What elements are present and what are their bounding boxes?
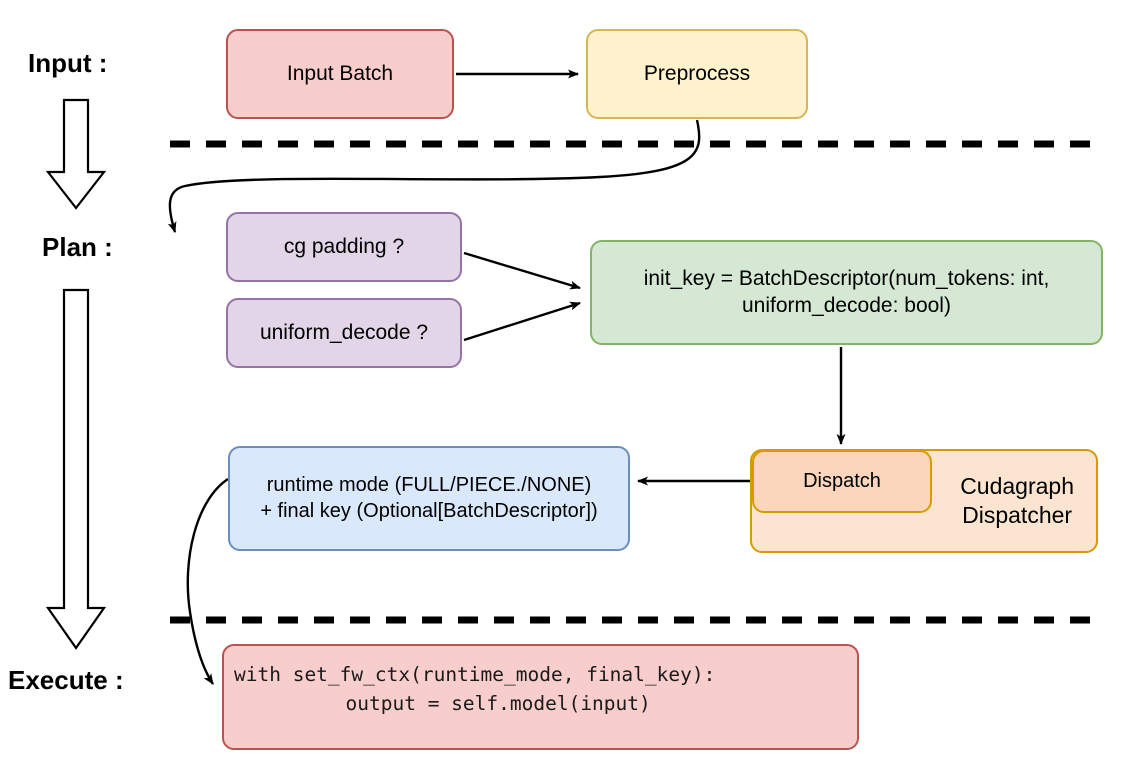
stage-label-input: Input :: [28, 48, 108, 78]
code-line-2: output = self.model(input): [298, 692, 651, 716]
node-uniform-decode[interactable]: uniform_decode ?: [226, 298, 462, 368]
edge-preprocess-to-cg-padding: [167, 119, 701, 233]
stage-label-execute: Execute :: [8, 665, 124, 695]
node-preprocess-label: Preprocess: [643, 61, 751, 85]
stage-flow-arrow-input-to-plan: [45, 98, 107, 210]
edge-uniform-decode-to-init-key: [463, 301, 581, 342]
node-dispatch[interactable]: Dispatch: [752, 450, 932, 513]
node-runtime-mode-line1: runtime mode (FULL/PIECE./NONE): [266, 473, 592, 496]
node-input-batch[interactable]: Input Batch: [226, 29, 454, 119]
node-cudagraph-dispatcher-line1: Cudagraph: [960, 472, 1074, 499]
stage-label-plan: Plan :: [42, 232, 113, 262]
node-init-key[interactable]: init_key = BatchDescriptor(num_tokens: i…: [590, 240, 1103, 345]
stage-flow-arrow-plan-to-execute: [45, 288, 107, 650]
node-runtime-mode[interactable]: runtime mode (FULL/PIECE./NONE) + final …: [228, 446, 630, 551]
node-code-block[interactable]: with set_fw_ctx(runtime_mode, final_key)…: [222, 644, 859, 750]
node-preprocess[interactable]: Preprocess: [586, 29, 808, 119]
node-input-batch-label: Input Batch: [286, 61, 394, 85]
node-runtime-mode-line2: + final key (Optional[BatchDescriptor]): [260, 499, 598, 522]
code-line-1: with set_fw_ctx(runtime_mode, final_key)…: [234, 663, 716, 686]
edge-cg-padding-to-init-key: [463, 251, 581, 290]
node-uniform-decode-label: uniform_decode ?: [259, 320, 429, 344]
node-init-key-line2: uniform_decode: bool): [742, 293, 951, 317]
node-cudagraph-dispatcher-line2: Dispatcher: [962, 502, 1073, 528]
node-dispatch-label: Dispatch: [803, 469, 881, 492]
edge-runtime-mode-to-code: [186, 477, 229, 685]
node-cg-padding[interactable]: cg padding ?: [226, 212, 462, 282]
node-init-key-line1: init_key = BatchDescriptor(num_tokens: i…: [643, 266, 1050, 290]
node-cg-padding-label: cg padding ?: [283, 234, 405, 258]
